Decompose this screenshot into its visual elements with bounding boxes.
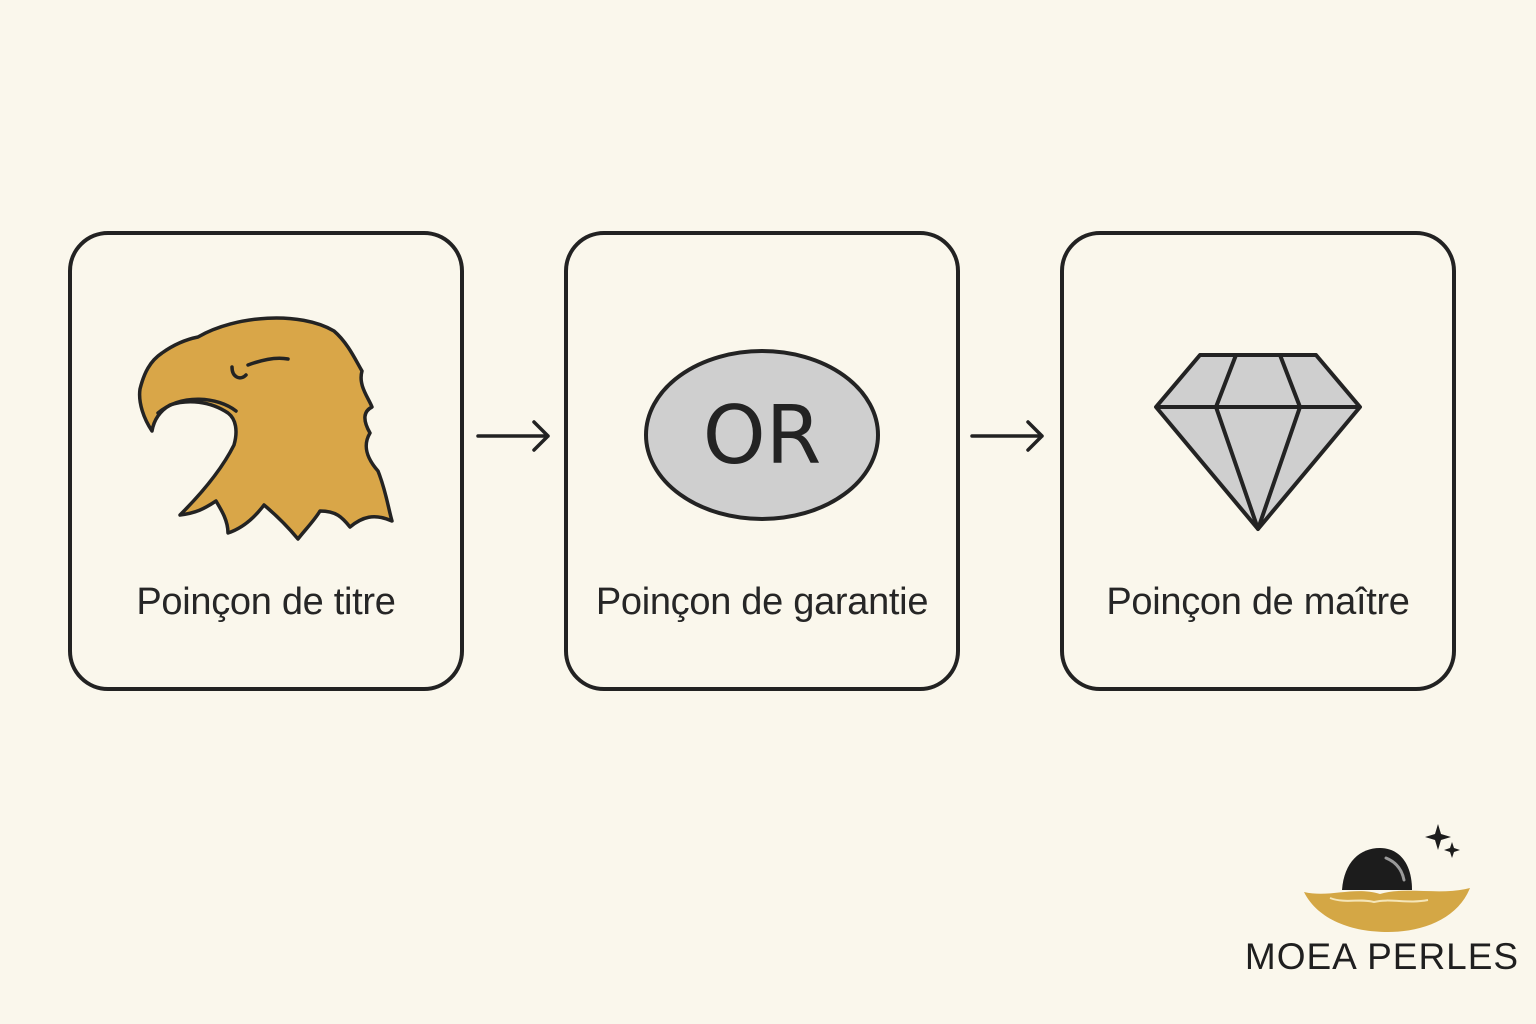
card-poincon-garantie: OR Poinçon de garantie [564,231,960,691]
step-label-garantie: Poinçon de garantie [595,581,929,623]
arrow-right-icon [968,418,1048,454]
or-oval-stamp-icon: OR [632,315,892,555]
step-label-titre: Poinçon de titre [136,581,396,623]
eagle-head-icon [136,315,396,555]
pearl-oyster-logo-icon [1300,822,1480,934]
arrow-right-icon [474,418,554,454]
stamp-text: OR [703,389,822,482]
step-label-maitre: Poinçon de maître [1106,581,1410,623]
brand-logo: MOEA PERLES [1232,822,1532,982]
card-poincon-titre: Poinçon de titre [68,231,464,691]
diamond-icon [1128,315,1388,555]
brand-name: MOEA PERLES [1244,936,1520,977]
card-poincon-maitre: Poinçon de maître [1060,231,1456,691]
